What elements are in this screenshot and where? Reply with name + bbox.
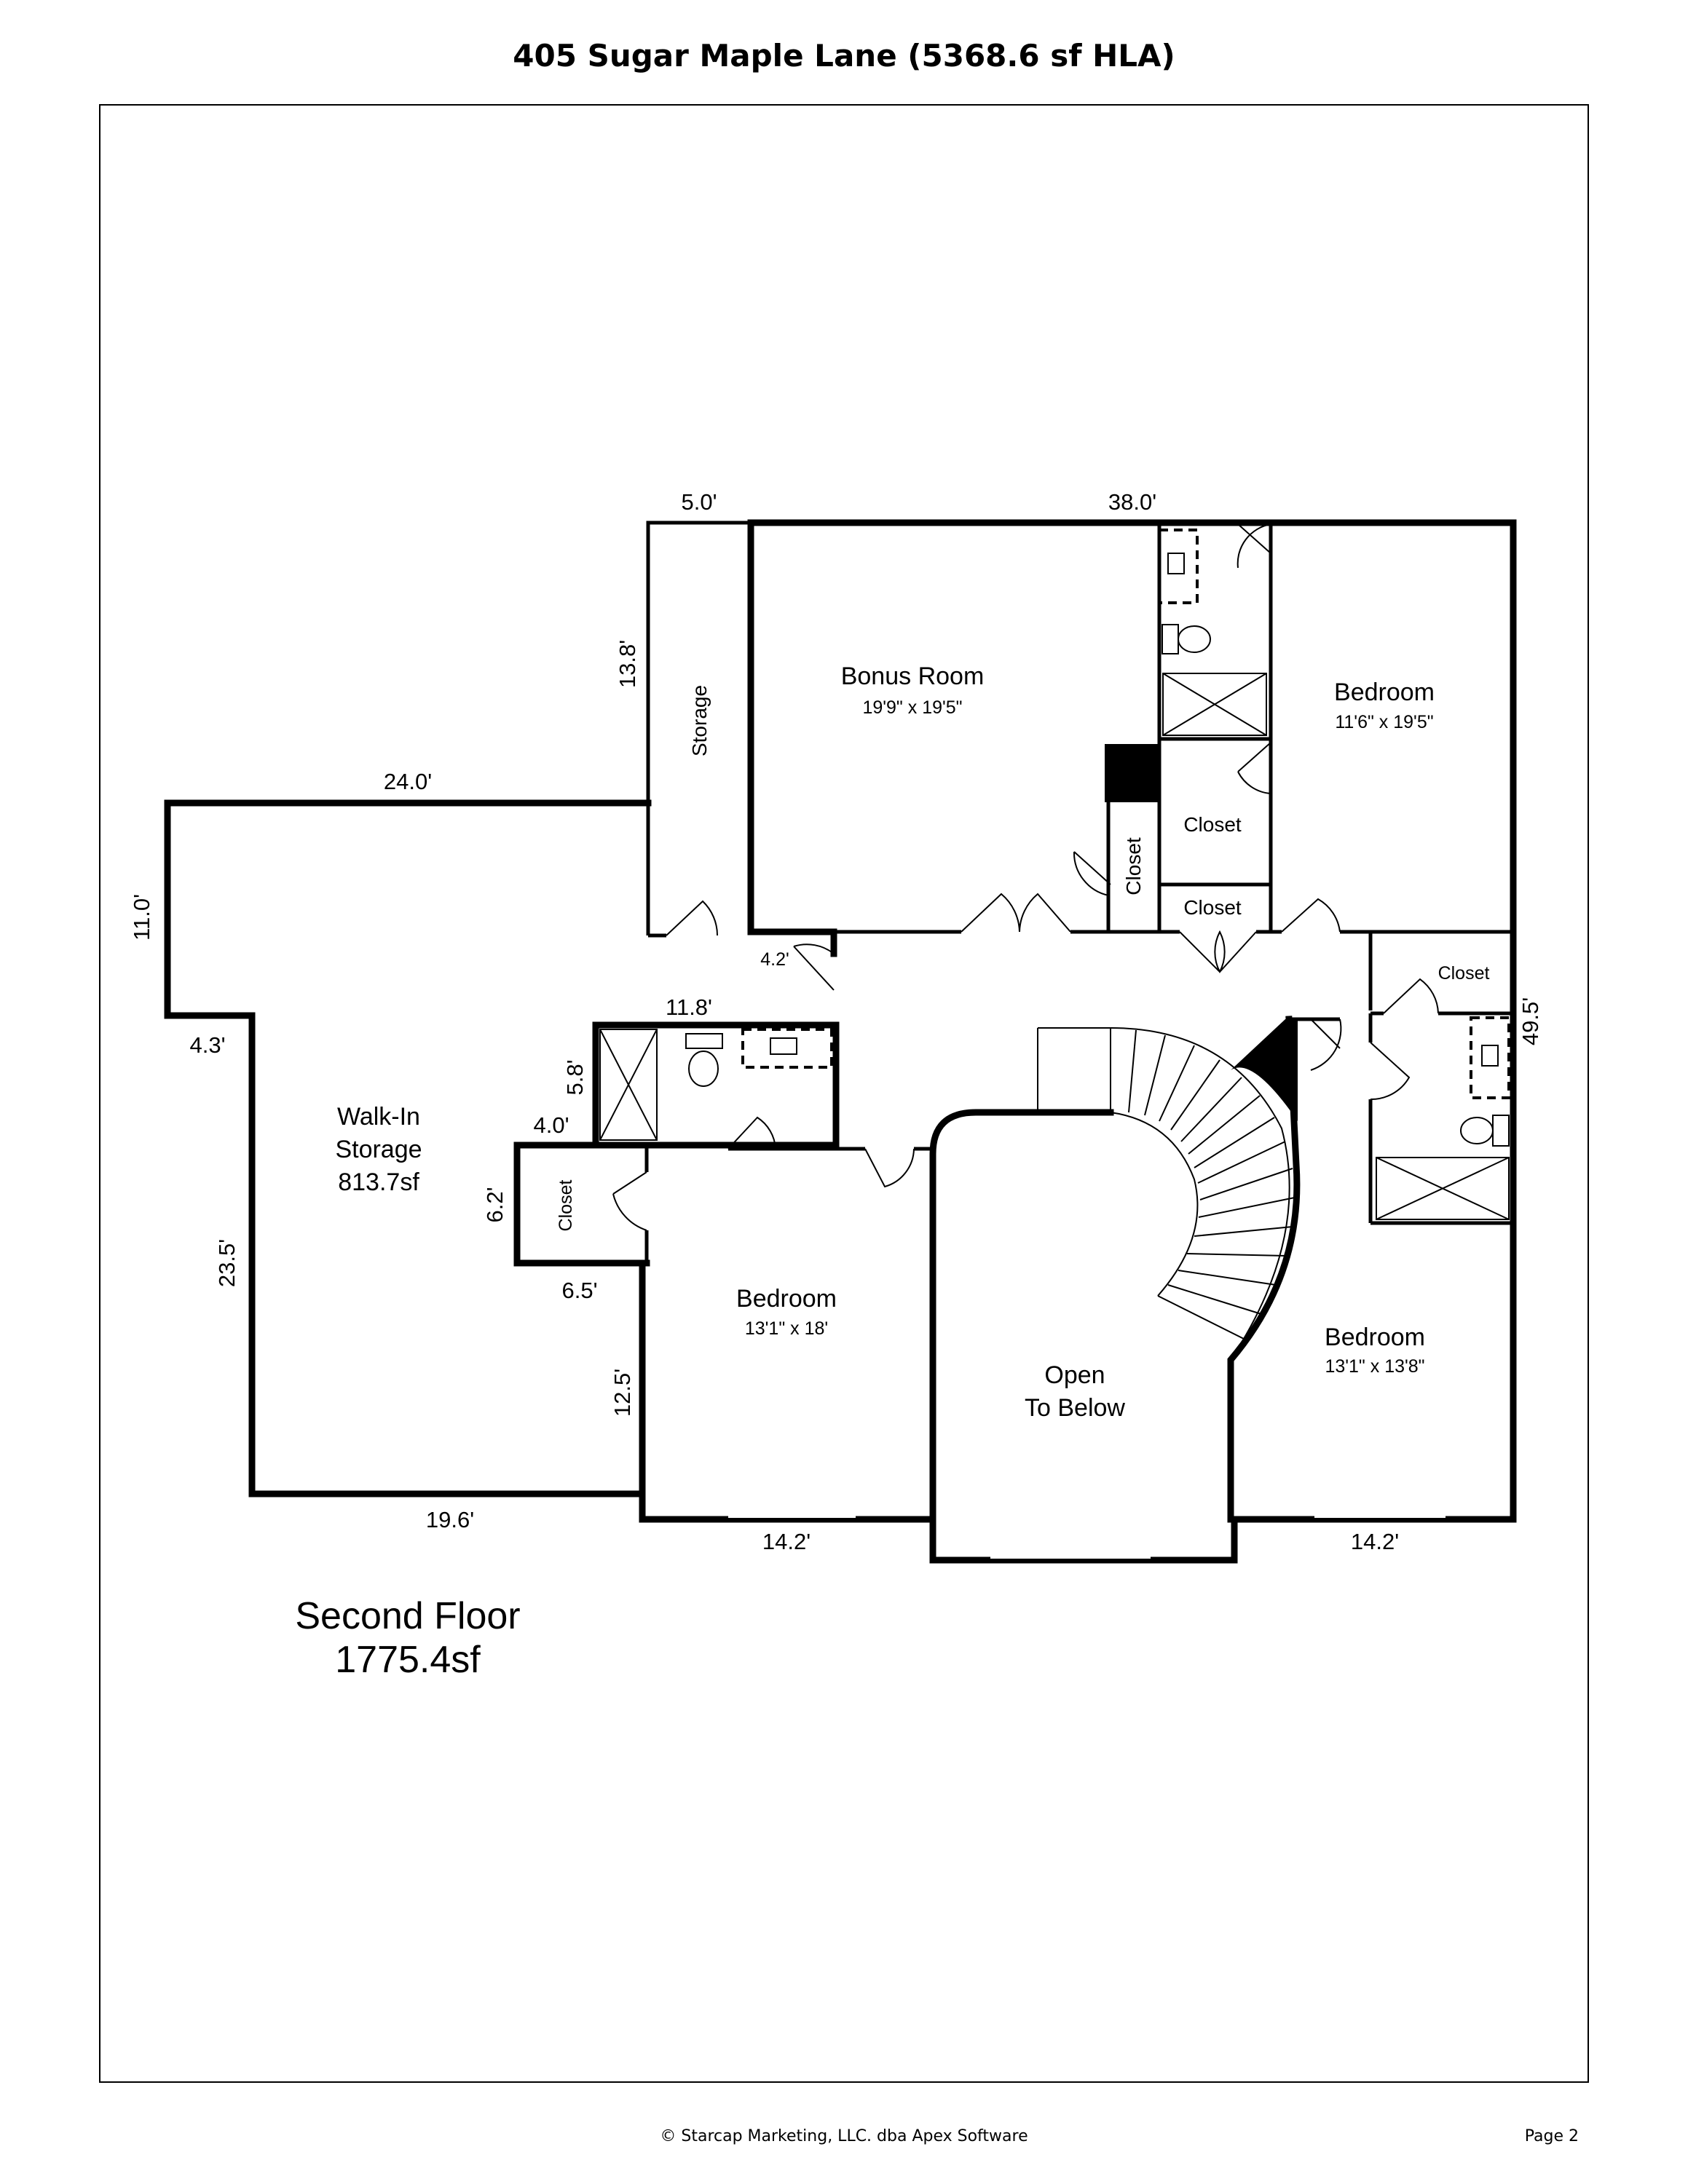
se-bedroom-door: [1310, 1018, 1342, 1071]
walk-in-storage-walls: [164, 799, 652, 1497]
toilet-ne-icon: [1178, 625, 1211, 653]
dim-closet-height: 6.2': [482, 1187, 508, 1222]
toilet-se-icon: [1460, 1117, 1494, 1144]
fixtures: [599, 529, 1510, 1220]
closet-2-double-door: [1179, 930, 1257, 973]
footer-copyright: © Starcap Marketing, LLC. dba Apex Softw…: [660, 2127, 1028, 2145]
dim-walkin-top: 24.0': [384, 769, 432, 794]
hall-jog-door: [793, 943, 835, 991]
bedroom-center-size: 13'1" x 18': [745, 1318, 828, 1339]
center-bath-door: [727, 1116, 776, 1150]
dimension-labels: 5.0' 38.0' 13.8' 24.0' 11.0' 4.3' 23.5' …: [129, 489, 1543, 1554]
walk-in-area: 813.7sf: [338, 1168, 419, 1196]
closet-label-2: Closet: [1122, 837, 1145, 895]
dim-bedroom-se-bottom: 14.2': [1351, 1529, 1399, 1554]
open-to-below-label-2: To Below: [1025, 1394, 1125, 1422]
doors: [612, 523, 1439, 1231]
storage-door: [666, 900, 719, 936]
storage-label: Storage: [688, 685, 711, 756]
sink-ne-icon: [1167, 553, 1185, 574]
dim-walkin-left-lower: 23.5': [214, 1239, 240, 1287]
storage-walls: [646, 521, 751, 935]
se-closet-door: [1383, 978, 1439, 1014]
dim-bedroom-left: 12.5': [610, 1369, 635, 1417]
vanity-center: [741, 1028, 833, 1069]
dim-top-overall: 38.0': [1108, 489, 1156, 515]
bedroom-center-label: Bedroom: [736, 1285, 837, 1313]
dim-bath-step: 4.0': [533, 1112, 569, 1138]
floor-name: Second Floor: [295, 1595, 521, 1637]
bedroom-se-left-wall: [1227, 1016, 1301, 1523]
open-to-below-label: Open: [1044, 1361, 1105, 1389]
sink-center-icon: [770, 1037, 797, 1055]
sink-se-icon: [1481, 1045, 1499, 1067]
bonus-double-door: [961, 893, 1071, 933]
bedroom-ne-label: Bedroom: [1334, 678, 1435, 706]
dim-walkin-step: 4.3': [189, 1032, 225, 1058]
open-to-below-wall: [929, 1109, 1114, 1523]
toilet-tank-center: [685, 1033, 723, 1049]
bedroom-se-label: Bedroom: [1325, 1324, 1425, 1351]
walk-in-label: Walk-In: [337, 1103, 420, 1131]
stair-outer: [1110, 1027, 1290, 1361]
interior-walls: [513, 519, 1513, 1523]
dim-closet-width: 6.5': [561, 1278, 597, 1303]
dim-hall-jog: 4.2': [760, 949, 789, 970]
floor-label: Second Floor 1775.4sf: [262, 1594, 553, 1682]
closet-label-1: Closet: [1183, 813, 1242, 836]
toilet-tank-ne: [1162, 624, 1179, 654]
dim-right-overall: 49.5': [1518, 997, 1543, 1045]
chimney: [1105, 744, 1160, 802]
page-title: 405 Sugar Maple Lane (5368.6 sf HLA): [513, 38, 1175, 74]
bonus-room-size: 19'9" x 19'5": [862, 697, 962, 718]
se-bath-door: [1370, 1042, 1411, 1101]
vanity-se: [1470, 1016, 1510, 1099]
closet-ne-door: [1237, 742, 1271, 794]
bonus-room-label: Bonus Room: [841, 662, 985, 690]
room-labels: Bonus Room 19'9" x 19'5" Bedroom 11'6" x…: [335, 662, 1489, 1422]
closet-label-4: Closet: [1438, 963, 1490, 984]
bath-ne-door: [1237, 523, 1271, 569]
dim-top-storage: 5.0': [681, 489, 717, 515]
dim-storage-height: 13.8': [615, 640, 640, 688]
small-closet-walls: [513, 1142, 650, 1267]
small-closet-door: [612, 1171, 647, 1231]
windows: [728, 1515, 1446, 1561]
floor-area: 1775.4sf: [335, 1639, 481, 1681]
toilet-center-icon: [688, 1051, 719, 1087]
walk-in-label-2: Storage: [335, 1136, 422, 1163]
stair-inner: [1110, 1112, 1199, 1297]
closet-label-3: Closet: [1183, 896, 1242, 919]
bedroom-se-size: 13'1" x 13'8": [1325, 1356, 1424, 1377]
bedroom-ne-size: 11'6" x 19'5": [1335, 712, 1433, 732]
dim-bath-height: 5.8': [562, 1059, 588, 1095]
dim-walkin-bottom: 19.6': [426, 1507, 474, 1532]
footer-page-number: Page 2: [1524, 2127, 1579, 2145]
toilet-tank-se: [1492, 1115, 1510, 1147]
dim-bedroom-center-bottom: 14.2': [762, 1529, 811, 1554]
closet-v-door: [1073, 851, 1111, 896]
drawing-frame: [99, 104, 1589, 2083]
ne-bedroom-door: [1281, 898, 1341, 933]
closet-label-5: Closet: [556, 1180, 576, 1232]
dim-walkin-left-upper: 11.0': [129, 894, 154, 941]
spiral-staircase: [1037, 1019, 1298, 1361]
stair-landing: [1231, 1019, 1298, 1121]
dim-bath-width: 11.8': [666, 994, 712, 1020]
vanity-ne: [1158, 529, 1199, 604]
center-bedroom-door: [864, 1148, 915, 1188]
